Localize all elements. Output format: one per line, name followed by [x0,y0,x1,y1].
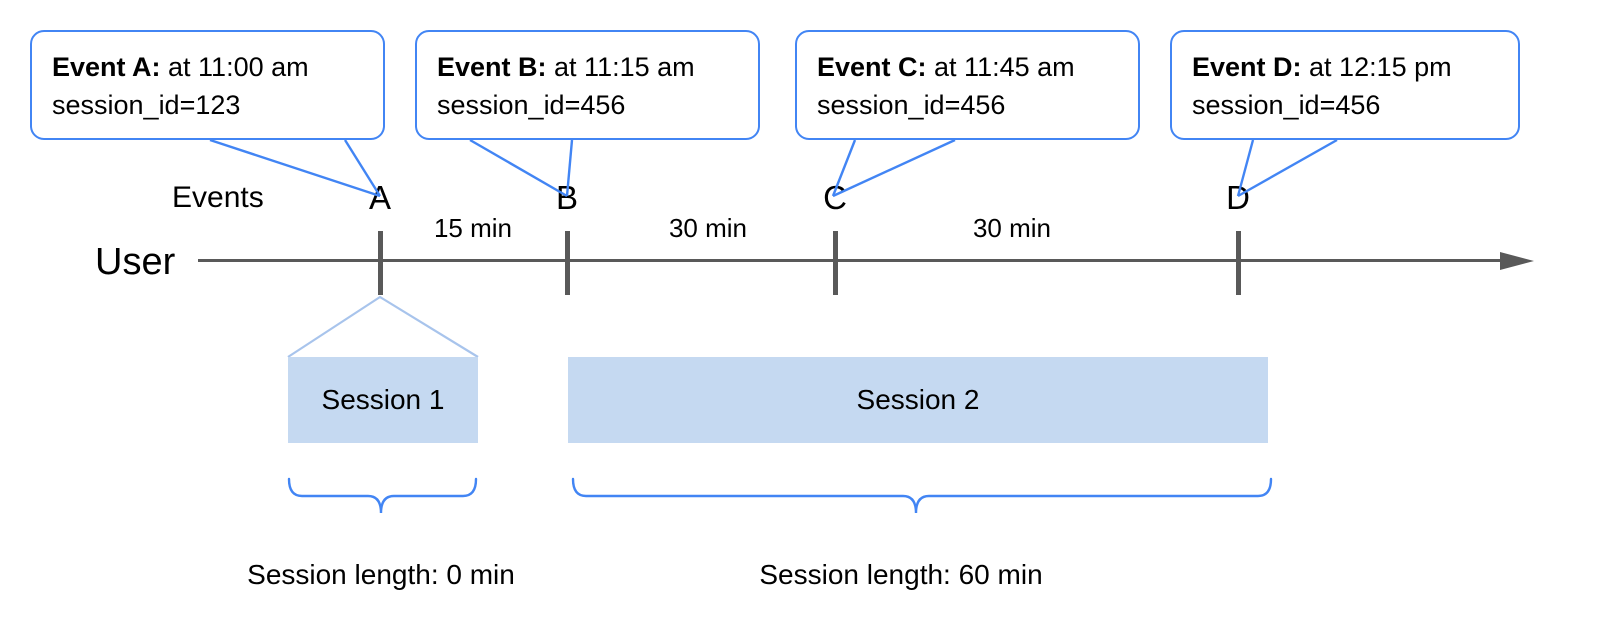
gap-label-b-c: 30 min [668,213,748,243]
callout-a-session-id: session_id=123 [52,90,241,121]
event-tick-c [833,231,838,295]
callout-c-tail-right [832,138,956,198]
callout-c-session-id: session_id=456 [817,90,1006,121]
event-letter-a: A [368,179,392,216]
event-letter-c: C [823,179,847,216]
callout-b-event-time: at 11:15 am [546,52,695,82]
callout-d-event-name: Event D: [1192,52,1302,82]
session-bar-1-label: Session 1 [321,384,445,415]
event-tick-a [378,231,383,295]
callout-b-tail-left [469,138,568,198]
callout-event-c: Event C: at 11:45 am session_id=456 [795,30,1140,140]
callout-b-event-name: Event B: [437,52,547,82]
callout-event-b: Event B: at 11:15 am session_id=456 [415,30,760,140]
session-2-length-label: Session length: 60 min [759,559,1043,590]
session-1-brace [287,477,478,514]
event-letter-d: D [1226,179,1250,216]
session-1-funnel [287,295,479,358]
gap-label-c-d: 30 min [972,213,1052,243]
event-tick-b [565,231,570,295]
lane-label-events: Events [172,181,264,214]
callout-d-session-id: session_id=456 [1192,90,1381,121]
lane-label-user: User [95,241,176,283]
event-tick-d [1236,231,1241,295]
session-bar-1: Session 1 [288,357,478,443]
event-letter-b: B [555,179,579,216]
callout-c-event-time: at 11:45 am [926,52,1075,82]
callout-a-line1: Event A: at 11:00 am [52,48,363,86]
session-1-length-label: Session length: 0 min [247,559,515,590]
session-bar-2: Session 2 [568,357,1268,443]
gap-label-a-b: 15 min [433,213,513,243]
callout-d-event-time: at 12:15 pm [1301,52,1452,82]
callout-a-event-name: Event A: [52,52,161,82]
callout-event-d: Event D: at 12:15 pm session_id=456 [1170,30,1520,140]
callout-c-event-name: Event C: [817,52,927,82]
callout-event-a: Event A: at 11:00 am session_id=123 [30,30,385,140]
callout-d-line1: Event D: at 12:15 pm [1192,48,1498,86]
session-bar-2-label: Session 2 [856,384,980,415]
callout-c-line1: Event C: at 11:45 am [817,48,1118,86]
timeline-axis [198,259,1508,262]
callout-b-session-id: session_id=456 [437,90,626,121]
callout-b-line1: Event B: at 11:15 am [437,48,738,86]
session-2-brace [571,477,1273,514]
callout-a-event-time: at 11:00 am [160,52,309,82]
callout-d-tail-right [1237,138,1338,198]
